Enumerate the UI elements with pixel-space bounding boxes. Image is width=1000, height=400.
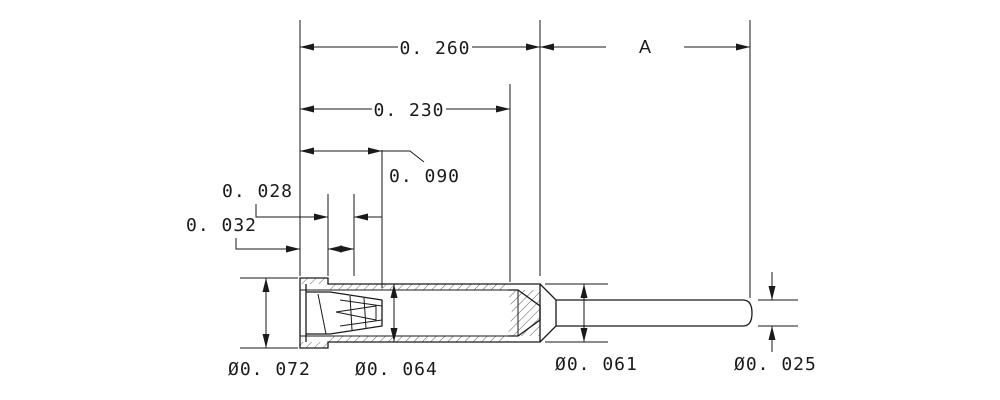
flange-diameter-label: Ø0. 061 [555,354,638,375]
extension-lines [240,20,798,349]
part-body [299,277,557,349]
dim-bore-diameter: Ø0. 064 [355,284,438,380]
bore-depth-label: 0. 230 [373,100,444,121]
dim-flange-diameter: Ø0. 061 [555,284,638,375]
dim-overall-length: 0. 260 [300,38,540,59]
dim-032: 0. 032 [186,215,354,253]
contact-spring [306,291,383,335]
slot-length-label: 0. 090 [389,166,460,187]
dim-slot-length: 0. 090 [300,147,460,187]
bore-diameter-label: Ø0. 064 [355,359,438,380]
dim-a: A [540,37,750,57]
dim-bore-depth: 0. 230 [300,100,510,121]
dim-028-label: 0. 028 [222,181,293,202]
dim-outer-diameter: Ø0. 072 [228,278,311,380]
dim-pin-diameter: Ø0. 025 [734,272,817,375]
length-a-label: A [639,37,651,57]
dim-028: 0. 028 [222,181,382,221]
overall-length-label: 0. 260 [399,38,470,59]
dim-032-label: 0. 032 [186,215,257,236]
outer-diameter-label: Ø0. 072 [228,359,311,380]
pin [556,299,753,327]
pin-diameter-label: Ø0. 025 [734,354,817,375]
